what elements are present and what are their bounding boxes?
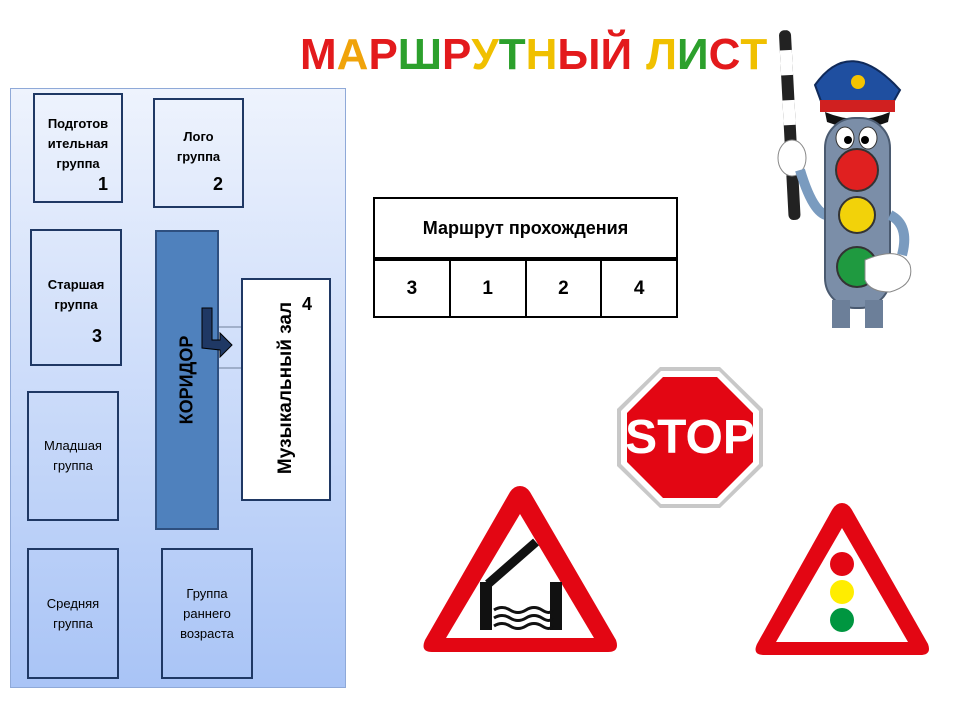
- route-header: Маршрут прохождения: [373, 197, 678, 259]
- stop-sign-text: STOP: [625, 411, 755, 464]
- title-letter: Р: [368, 30, 398, 79]
- room-senior-group[interactable]: Старшая группа: [30, 229, 122, 366]
- room-label: Средняя группа: [46, 595, 100, 631]
- title-letter: Ы: [557, 30, 601, 79]
- title-letter: И: [677, 30, 709, 79]
- title-letter: Т: [498, 30, 526, 79]
- route-table: Маршрут прохождения 3 1 2 4: [373, 197, 678, 318]
- stop-sign-icon: STOP: [617, 367, 763, 508]
- title-letter: Т: [740, 30, 768, 79]
- room-junior-group[interactable]: Младшая группа: [27, 391, 119, 521]
- room-label: Группа раннего возраста: [180, 585, 234, 641]
- route-step: 1: [448, 259, 527, 318]
- room-label: Лого группа: [176, 129, 221, 164]
- room-logo-group[interactable]: Лого группа: [153, 98, 244, 208]
- room-label: Старшая группа: [47, 276, 105, 312]
- room-label: Младшая группа: [44, 438, 102, 473]
- room-number: 1: [98, 174, 109, 194]
- room-label: Подготов ительная группа: [47, 116, 109, 171]
- route-step: 2: [524, 259, 603, 318]
- traffic-light-warning-sign-icon: [755, 503, 929, 655]
- route-step: 4: [600, 259, 678, 318]
- route-step: 3: [373, 259, 451, 318]
- room-prep-group[interactable]: Подготов ительная группа: [33, 93, 123, 203]
- corridor[interactable]: [155, 230, 219, 530]
- title-letter: С: [708, 30, 741, 79]
- traffic-light-character-icon: [777, 30, 912, 328]
- page-title: МАРШРУТНЫЙ ЛИСТ: [300, 30, 767, 80]
- music-hall-label: Музыкальный зал: [275, 301, 296, 475]
- title-letter: Н: [525, 30, 558, 79]
- room-middle-group[interactable]: Средняя группа: [27, 548, 119, 679]
- door-lines: [219, 326, 243, 369]
- room-number: 4: [302, 294, 313, 314]
- drawbridge-warning-sign-icon: [423, 486, 617, 652]
- title-letter: Р: [442, 30, 472, 79]
- room-music-hall[interactable]: [241, 278, 331, 501]
- title-letter: У: [471, 30, 499, 79]
- route-arrow-icon: [201, 307, 233, 359]
- title-letter: Ш: [397, 30, 443, 79]
- title-letter: Й: [600, 30, 633, 79]
- title-letter: А: [336, 30, 369, 79]
- room-number: 3: [92, 326, 103, 346]
- room-early-age-group[interactable]: Группа раннего возраста: [161, 548, 253, 679]
- room-number: 2: [213, 174, 224, 194]
- title-letter: М: [300, 30, 337, 79]
- title-letter: Л: [646, 30, 677, 79]
